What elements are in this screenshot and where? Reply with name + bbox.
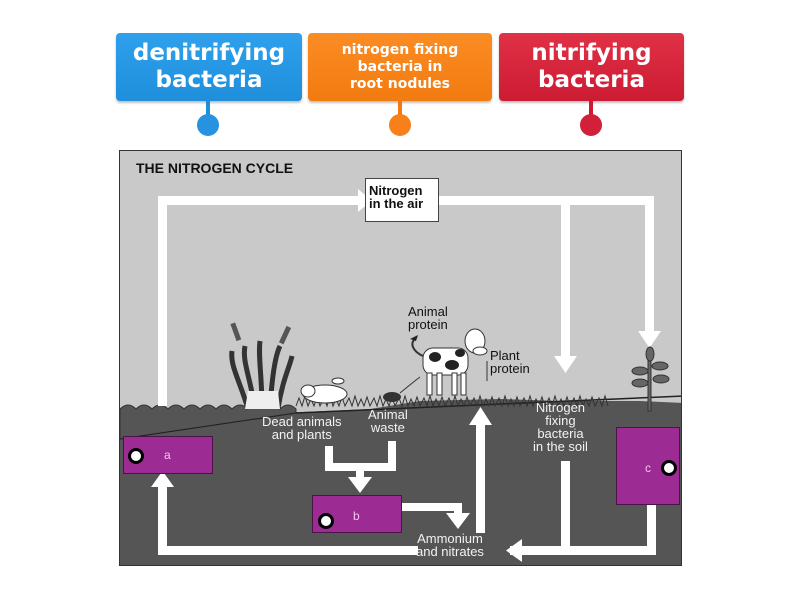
rabbit-illustration (300, 377, 348, 404)
label-plant-protein: Plant protein (490, 349, 530, 375)
reeds-illustration (229, 322, 295, 410)
label-line: fixing (545, 413, 576, 428)
label-line: in the soil (533, 439, 588, 454)
label-line: Animal (368, 407, 408, 422)
tile-text: nitrogen fixing (341, 41, 459, 58)
plant-illustration (631, 346, 670, 412)
drag-pin-handle[interactable] (580, 114, 602, 136)
tile-stem (398, 101, 402, 115)
drop-zone-b[interactable]: b (312, 495, 402, 533)
label-soil-bacteria: Nitrogen fixing bacteria in the soil (533, 401, 588, 453)
drag-pin-handle[interactable] (389, 114, 411, 136)
drop-zone-letter: b (353, 509, 360, 523)
drop-zone-letter: c (645, 461, 651, 475)
label-line: bacteria (537, 426, 584, 441)
label-animal-protein: Animal protein (408, 305, 448, 331)
food-chain-arrow (399, 376, 421, 394)
drop-zone-knob[interactable] (318, 513, 334, 529)
mole-illustration (383, 392, 401, 402)
label-line: and nitrates (416, 544, 484, 559)
label-line: Nitrogen (535, 400, 586, 415)
tile-stem (589, 101, 593, 115)
drop-zone-a[interactable]: a (123, 436, 213, 474)
nitrogen-cycle-diagram: THE NITROGEN CYCLE Nitrogen in the air A… (119, 150, 682, 566)
diagram-title: THE NITROGEN CYCLE (136, 160, 294, 176)
cow-illustration (410, 328, 488, 396)
drag-pin-handle[interactable] (197, 114, 219, 136)
tile-text: nitrifying (531, 40, 652, 66)
air-box-line: Nitrogen (369, 183, 423, 198)
grass (295, 394, 609, 408)
drop-zone-knob[interactable] (128, 448, 144, 464)
label-line: Animal (408, 304, 448, 319)
label-ammonium-nitrates: Ammonium and nitrates (416, 532, 484, 558)
diagram-artwork (120, 189, 681, 565)
drop-zone-knob[interactable] (661, 460, 677, 476)
tile-text: bacteria (155, 67, 263, 93)
air-box-line: in the air (369, 196, 424, 211)
tile-text: root nodules (350, 75, 450, 92)
drop-zone-letter: a (164, 448, 171, 462)
label-dead-animals-plants: Dead animals and plants (262, 415, 342, 441)
label-animal-waste: Animal waste (368, 408, 408, 434)
tile-stem (206, 101, 210, 115)
tile-text: denitrifying (132, 40, 286, 66)
label-line: waste (370, 420, 405, 435)
drop-zone-c[interactable]: c (616, 427, 680, 505)
label-line: Ammonium (417, 531, 483, 546)
label-line: and plants (271, 427, 332, 442)
label-line: Dead animals (262, 414, 342, 429)
tile-text: bacteria in (357, 58, 443, 75)
label-line: Plant (490, 348, 520, 363)
cycle-arrows (151, 189, 661, 562)
label-line: protein (408, 317, 448, 332)
soil-ground (120, 399, 681, 565)
nitrogen-in-air-box: Nitrogen in the air (365, 178, 439, 222)
label-line: protein (490, 361, 530, 376)
tile-text: bacteria (538, 67, 645, 93)
